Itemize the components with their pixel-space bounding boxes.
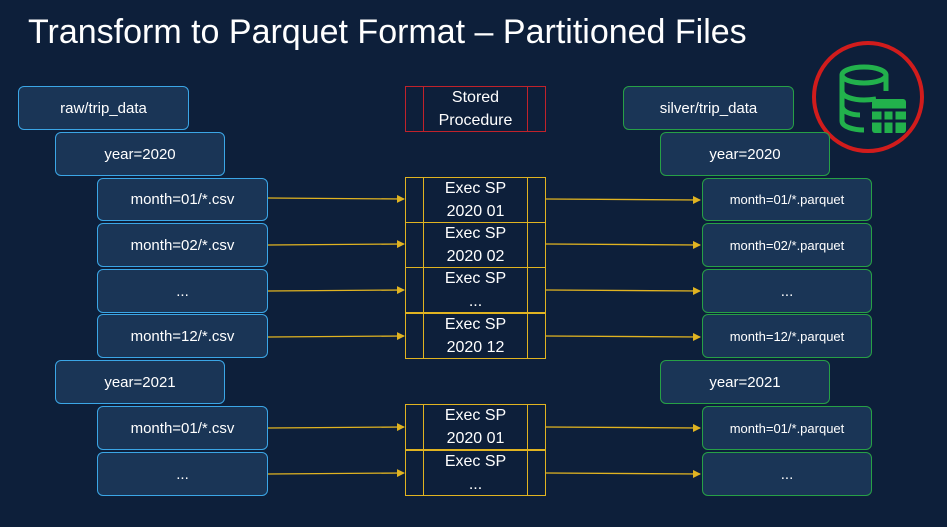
source-2021-ellipsis: ...	[97, 452, 268, 496]
exec-sp-label: Exec SP	[444, 453, 507, 470]
dest-2020-month-01-file: month=01/*.parquet	[702, 178, 872, 221]
exec-sp-2020-ellipsis: Exec SP...	[405, 267, 546, 313]
source-2021-month-01-file: month=01/*.csv	[97, 406, 268, 450]
exec-sp-2020-01: Exec SP 2020 01	[405, 177, 546, 223]
source-2020-ellipsis: ...	[97, 269, 268, 313]
exec-sp-label: Exec SP	[444, 316, 507, 333]
arrow	[545, 286, 701, 295]
exec-sp-partition: 2020 01	[446, 430, 505, 447]
database-table-icon	[812, 41, 924, 153]
arrow	[545, 423, 701, 432]
arrow	[545, 332, 701, 341]
dest-year-2020-folder: year=2020	[660, 132, 830, 176]
arrow	[267, 286, 405, 295]
exec-sp-partition: ...	[468, 476, 483, 493]
source-year-2020-folder: year=2020	[55, 132, 225, 176]
dest-2020-month-12-file: month=12/*.parquet	[702, 314, 872, 358]
source-2020-month-12-file: month=12/*.csv	[97, 314, 268, 358]
exec-sp-label: Exec SP	[444, 407, 507, 424]
arrow	[267, 194, 405, 203]
arrow	[267, 423, 405, 432]
source-2020-month-01-file: month=01/*.csv	[97, 178, 268, 221]
stored-procedure-line2: Procedure	[438, 112, 513, 129]
arrow	[267, 240, 405, 249]
exec-sp-partition: 2020 01	[446, 203, 505, 220]
stored-procedure-legend: Stored Procedure	[405, 86, 546, 132]
exec-sp-partition: 2020 12	[446, 339, 505, 356]
arrow	[267, 469, 405, 478]
dest-2021-month-01-file: month=01/*.parquet	[702, 406, 872, 450]
arrow	[545, 469, 701, 478]
source-year-2021-folder: year=2021	[55, 360, 225, 404]
arrow	[545, 240, 701, 249]
exec-sp-label: Exec SP	[444, 180, 507, 197]
page-title: Transform to Parquet Format – Partitione…	[28, 13, 747, 51]
exec-sp-partition: ...	[468, 293, 483, 310]
dest-year-2021-folder: year=2021	[660, 360, 830, 404]
source-root-folder: raw/trip_data	[18, 86, 189, 130]
stored-procedure-line1: Stored	[451, 89, 500, 106]
exec-sp-partition: 2020 02	[446, 248, 505, 265]
exec-sp-2020-02: Exec SP 2020 02	[405, 222, 546, 268]
arrow	[545, 195, 701, 204]
dest-2020-ellipsis: ...	[702, 269, 872, 313]
exec-sp-label: Exec SP	[444, 225, 507, 242]
source-2020-month-02-file: month=02/*.csv	[97, 223, 268, 267]
exec-sp-2021-01: Exec SP 2020 01	[405, 404, 546, 450]
exec-sp-label: Exec SP	[444, 270, 507, 287]
exec-sp-2020-12: Exec SP 2020 12	[405, 313, 546, 359]
arrow	[267, 332, 405, 341]
exec-sp-2021-ellipsis: Exec SP...	[405, 450, 546, 496]
dest-2020-month-02-file: month=02/*.parquet	[702, 223, 872, 267]
dest-2021-ellipsis: ...	[702, 452, 872, 496]
dest-root-folder: silver/trip_data	[623, 86, 794, 130]
